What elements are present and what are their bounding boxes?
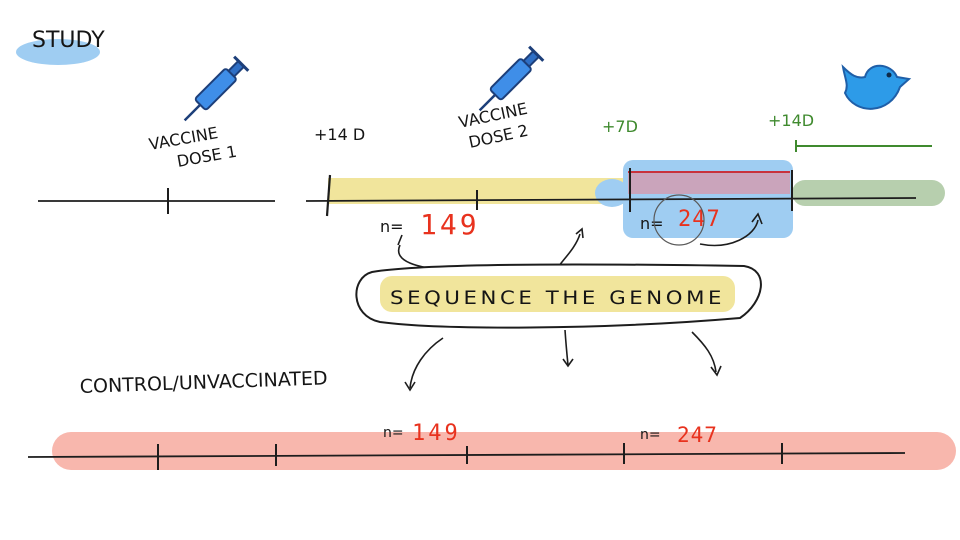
plus14d-after-label: +14D: [768, 111, 814, 130]
study-highlight: [16, 39, 100, 65]
plus7d-label: +7D: [602, 117, 638, 136]
control-red-band: [52, 432, 956, 470]
arrows-to-control: [404, 329, 722, 392]
control-timeline: [27, 432, 956, 470]
sequence-box: SEQUENCE THE GENOME: [355, 263, 762, 329]
syringe-icon: [183, 55, 250, 122]
sequence-label: SEQUENCE THE GENOME: [390, 287, 725, 309]
study-n-prefix-1: n=: [380, 217, 404, 236]
twitter-bird-icon: [841, 64, 912, 110]
control-n-value-2: 247: [677, 423, 718, 447]
study-timeline: [38, 140, 945, 238]
study-label-group: STUDY: [16, 28, 105, 65]
study-n-circle: [653, 194, 705, 246]
plus14d-label: +14 D: [314, 125, 365, 144]
study-n-value-2: 247: [678, 207, 721, 232]
study-n-value-1: 149: [420, 208, 480, 241]
tick-plus14d: [325, 174, 332, 217]
syringe-icon: [478, 45, 545, 112]
control-n-prefix-1: n=: [383, 425, 404, 441]
control-n-value-1: 149: [412, 421, 461, 446]
sequence-highlight: [380, 276, 735, 312]
study-n-prefix-2: n=: [640, 214, 664, 233]
study-label: STUDY: [32, 28, 105, 53]
red-window-band: [628, 172, 790, 194]
green-band: [792, 180, 945, 206]
study-timeline-right: [305, 197, 917, 202]
control-n-prefix-2: n=: [640, 427, 661, 443]
blue-band-left-extension: [595, 179, 629, 207]
control-label: CONTROL/UNVACCINATED: [79, 367, 327, 398]
